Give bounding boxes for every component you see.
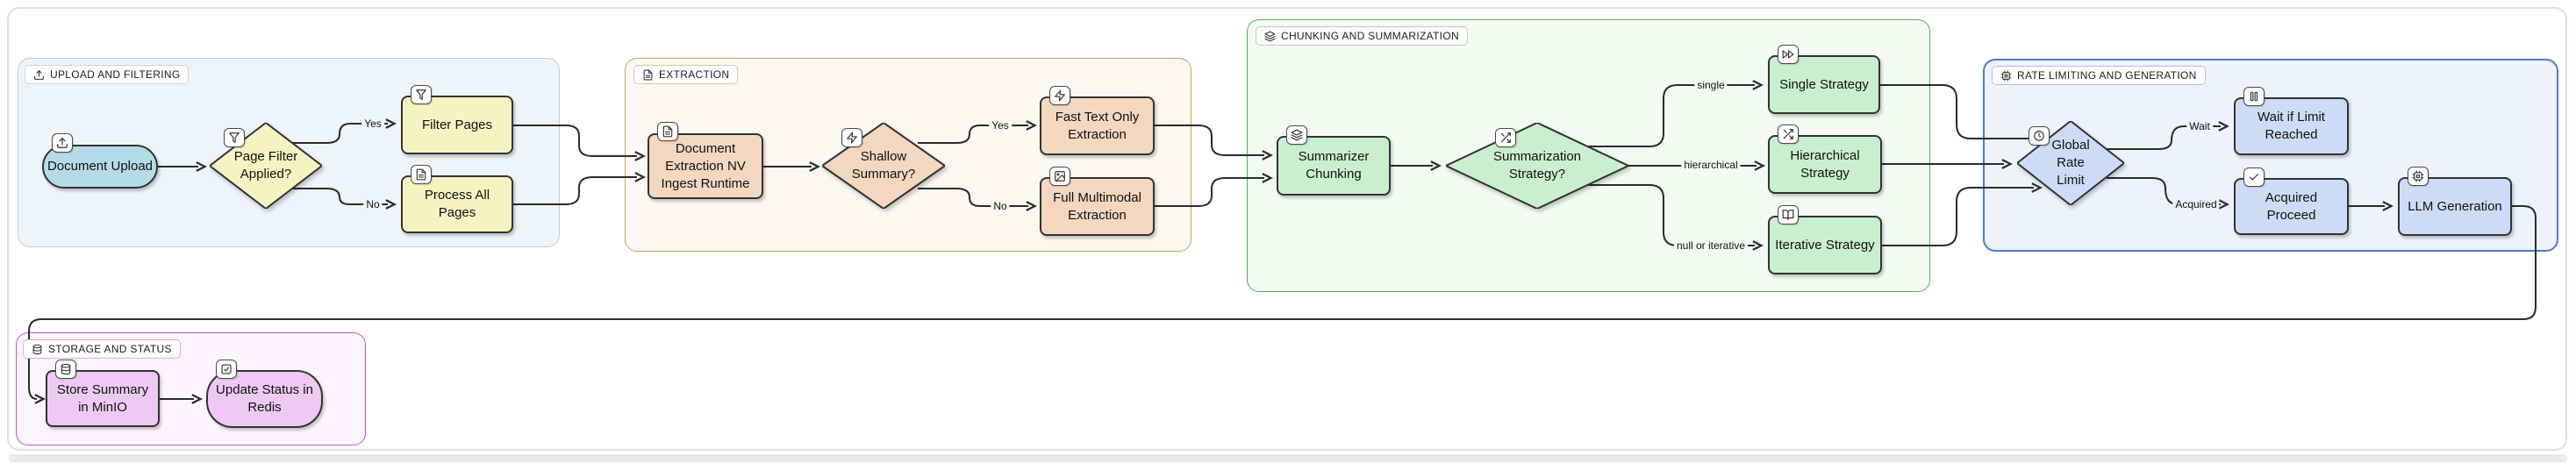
- zap-icon: [1055, 89, 1065, 102]
- group-label-extraction: EXTRACTION: [633, 65, 739, 84]
- node-label: Filter Pages: [421, 117, 493, 132]
- badge-global-rate-limit: [2029, 126, 2050, 146]
- node-store-summary-in-minio: Store Summary in MinIO: [46, 370, 160, 427]
- badge-store-summary: [55, 360, 76, 379]
- cpu-icon: [2000, 70, 2012, 81]
- badge-process-all-pages: [411, 165, 432, 184]
- node-label: Acquired Proceed: [2265, 189, 2318, 223]
- badge-page-filter: [224, 128, 245, 147]
- shuffle-icon: [1500, 132, 1511, 143]
- badge-filter-pages: [411, 85, 432, 104]
- badge-document-extraction: [657, 122, 678, 141]
- file-text-icon: [643, 69, 653, 80]
- node-wait-if-limit-reached: Wait if Limit Reached: [2234, 97, 2349, 155]
- node-label: Page Filter Applied?: [233, 149, 298, 182]
- filter-icon: [229, 132, 240, 143]
- node-acquired-proceed: Acquired Proceed: [2234, 178, 2349, 235]
- badge-document-upload: [52, 133, 73, 153]
- badge-hierarchical-strategy: [1778, 125, 1799, 144]
- node-label: Global Rate Limit: [2051, 138, 2090, 188]
- pause-icon: [2250, 91, 2258, 102]
- node-label: Full Multimodal Extraction: [1053, 189, 1141, 223]
- zap-icon: [847, 132, 857, 144]
- group-label-chunking-and-summarization: CHUNKING AND SUMMARIZATION: [1256, 26, 1468, 46]
- node-single-strategy: Single Strategy: [1768, 55, 1880, 114]
- edge-label-no-shallow: No: [991, 200, 1010, 212]
- node-hierarchical-strategy: Hierarchical Strategy: [1768, 135, 1882, 194]
- group-label-text: CHUNKING AND SUMMARIZATION: [1281, 30, 1459, 42]
- node-process-all-pages: Process All Pages: [401, 175, 513, 233]
- node-llm-generation: LLM Generation: [2398, 177, 2512, 236]
- node-label: Wait if Limit Reached: [2258, 110, 2325, 142]
- check-icon: [2249, 173, 2259, 181]
- badge-summarizer-chunking: [1286, 125, 1307, 145]
- edge-label-null-or-iterative: null or iterative: [1673, 239, 1749, 252]
- group-label-storage-and-status: STORAGE AND STATUS: [23, 339, 181, 359]
- node-label: Single Strategy: [1779, 76, 1869, 92]
- node-fast-text-only-extraction: Fast Text Only Extraction: [1040, 96, 1155, 155]
- node-label: Iterative Strategy: [1775, 237, 1875, 253]
- node-label: Shallow Summary?: [851, 149, 916, 182]
- node-update-status-in-redis: Update Status in Redis: [206, 370, 323, 428]
- node-iterative-strategy: Iterative Strategy: [1768, 216, 1882, 274]
- node-label: Fast Text Only Extraction: [1055, 109, 1140, 142]
- file-text-icon: [416, 168, 426, 181]
- image-icon: [1055, 171, 1065, 182]
- shuffle-icon: [1783, 129, 1793, 139]
- node-label: Document Upload: [47, 159, 154, 174]
- layers-icon: [1291, 129, 1303, 141]
- badge-update-status: [216, 360, 237, 379]
- node-label: Summarization Strategy?: [1492, 149, 1582, 182]
- edge-label-yes-filter: Yes: [361, 118, 384, 130]
- database-icon: [32, 344, 42, 354]
- edge-label-no-filter: No: [363, 198, 383, 210]
- edge-label-yes-shallow: Yes: [989, 119, 1012, 132]
- group-label-text: UPLOAD AND FILTERING: [50, 68, 181, 81]
- node-label: Document Extraction NV Ingest Runtime: [661, 140, 750, 191]
- upload-icon: [57, 138, 68, 148]
- badge-llm-generation: [2408, 167, 2429, 186]
- edge-label-wait: Wait: [2186, 120, 2213, 132]
- node-label: Summarizer Chunking: [1298, 149, 1370, 182]
- node-full-multimodal-extraction: Full Multimodal Extraction: [1040, 177, 1155, 236]
- horizontal-scrollbar[interactable]: [9, 454, 2567, 462]
- node-label: Store Summary in MinIO: [56, 381, 149, 415]
- node-label: Process All Pages: [424, 188, 490, 220]
- layers-icon: [1264, 31, 1276, 41]
- group-label-rate-limiting-and-generation: RATE LIMITING AND GENERATION: [1992, 66, 2206, 85]
- node-filter-pages: Filter Pages: [401, 96, 513, 154]
- group-label-text: EXTRACTION: [659, 68, 730, 81]
- file-text-icon: [662, 125, 673, 138]
- group-label-text: STORAGE AND STATUS: [48, 343, 172, 355]
- badge-summarization-strategy: [1495, 128, 1516, 147]
- badge-iterative-strategy: [1778, 205, 1799, 224]
- node-summarizer-chunking: Summarizer Chunking: [1277, 136, 1391, 196]
- node-label: Hierarchical Strategy: [1790, 147, 1860, 181]
- fast-forward-icon: [1782, 50, 1794, 59]
- upload-icon: [34, 69, 44, 80]
- database-icon: [61, 363, 71, 375]
- node-shallow-summary: Shallow Summary?: [822, 123, 945, 209]
- badge-full-multimodal: [1049, 167, 1070, 186]
- badge-shallow-summary: [841, 128, 862, 147]
- badge-fast-text-only: [1049, 86, 1070, 105]
- clock-icon: [2034, 131, 2044, 141]
- book-open-icon: [1782, 210, 1794, 220]
- group-label-upload-and-filtering: UPLOAD AND FILTERING: [25, 65, 190, 84]
- badge-single-strategy: [1778, 45, 1799, 64]
- node-label: Update Status in Redis: [216, 382, 313, 415]
- edge-label-single: single: [1694, 79, 1728, 91]
- node-summarization-strategy: Summarization Strategy?: [1446, 123, 1628, 209]
- node-document-extraction-nv-ingest-runtime: Document Extraction NV Ingest Runtime: [648, 133, 763, 199]
- badge-acquired-proceed: [2243, 167, 2265, 187]
- badge-wait-if-limit: [2243, 87, 2265, 106]
- group-label-text: RATE LIMITING AND GENERATION: [2017, 69, 2197, 82]
- edge-label-acquired: Acquired: [2172, 198, 2220, 210]
- filter-icon: [416, 89, 426, 100]
- cpu-icon: [2412, 170, 2424, 182]
- node-label: LLM Generation: [2408, 198, 2502, 214]
- check-square-icon: [221, 364, 232, 374]
- edge-label-hierarchical: hierarchical: [1681, 159, 1741, 171]
